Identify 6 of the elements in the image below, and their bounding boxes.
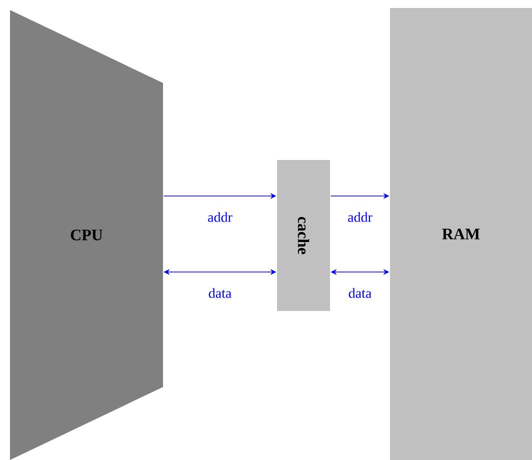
edge-label: data: [207, 287, 233, 299]
edge-label: addr: [206, 211, 234, 223]
cache-box: cache: [277, 160, 330, 311]
edge-label: addr: [346, 211, 374, 223]
memory-box: RAM: [390, 8, 532, 460]
edge-label: data: [347, 287, 373, 299]
